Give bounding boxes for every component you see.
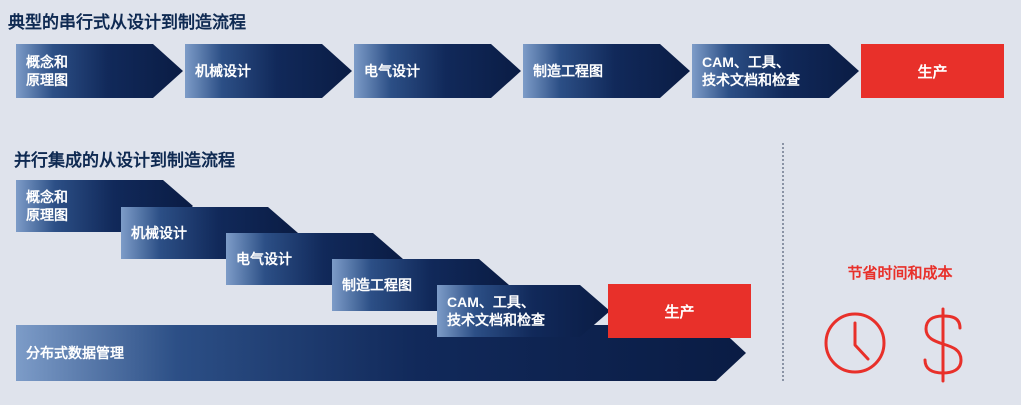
parallel-step-cam: CAM、工具、 技术文档和检查	[437, 285, 610, 337]
step-label: 电气设计	[236, 251, 292, 267]
step-label: 分布式数据管理	[26, 345, 124, 361]
step-label: 概念和	[26, 54, 68, 70]
step-label: 机械设计	[195, 63, 251, 79]
serial-step-manufacturing-drawing: 制造工程图	[523, 44, 690, 98]
step-label: CAM、工具、	[447, 294, 535, 310]
serial-step-concept: 概念和 原理图	[16, 44, 183, 98]
serial-step-mechanical: 机械设计	[185, 44, 352, 98]
step-label: 原理图	[26, 207, 68, 223]
step-label: CAM、工具、	[702, 54, 790, 70]
step-label: 电气设计	[364, 63, 420, 79]
step-label: 机械设计	[131, 225, 187, 241]
dotted-divider	[782, 143, 784, 381]
serial-production-box: 生产	[861, 44, 1004, 98]
serial-step-electrical: 电气设计	[354, 44, 521, 98]
serial-title: 典型的串行式从设计到制造流程	[8, 13, 246, 32]
step-label: 技术文档和检查	[447, 312, 545, 328]
parallel-production-box: 生产	[608, 284, 751, 338]
step-label: 原理图	[26, 72, 68, 88]
step-label: 概念和	[26, 189, 68, 205]
dollar-icon	[923, 307, 963, 383]
step-label: 技术文档和检查	[702, 72, 800, 88]
step-label: 制造工程图	[342, 277, 412, 293]
clock-icon	[824, 312, 886, 374]
parallel-title: 并行集成的从设计到制造流程	[14, 151, 235, 170]
savings-title: 节省时间和成本	[847, 265, 953, 282]
step-label: 制造工程图	[533, 63, 603, 79]
serial-step-cam: CAM、工具、 技术文档和检查	[692, 44, 859, 98]
parallel-step-concept: 概念和 原理图	[16, 180, 193, 232]
